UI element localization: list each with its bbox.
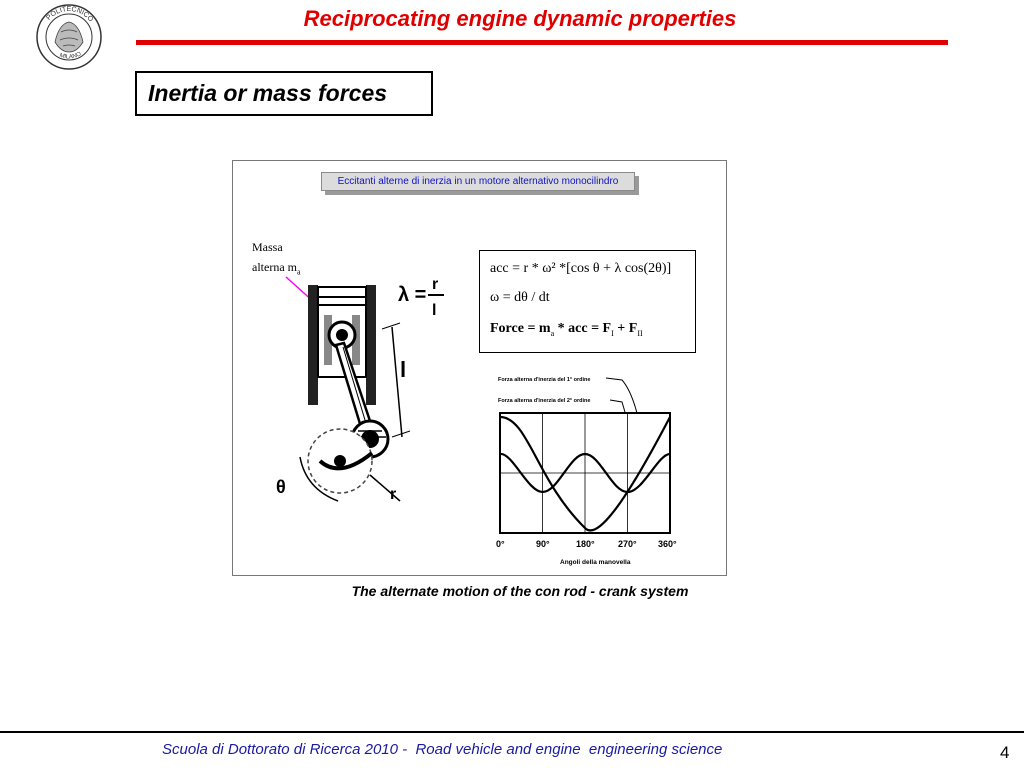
rod-length-label: l [400, 357, 406, 382]
formula-force: Force = ma * acc = FI + FII [490, 321, 643, 338]
x-tick-270: 270° [618, 539, 637, 549]
x-tick-90: 90° [536, 539, 550, 549]
rod-length-line [391, 326, 403, 438]
x-axis-label: Angoli della manovella [560, 559, 631, 566]
legend-first-order: Forza alterna d'inerzia del 1° ordine [498, 377, 590, 383]
footer-divider [0, 731, 1024, 733]
figure-banner-text: Eccitanti alterne di inerzia in un motor… [337, 176, 619, 187]
second-order-curve [499, 452, 671, 494]
figure-banner: Eccitanti alterne di inerzia in un motor… [321, 172, 635, 191]
mass-label-line1: Massa [252, 240, 283, 254]
theta-label: θ [276, 477, 286, 497]
page-number: 4 [1000, 743, 1010, 762]
formula-box [479, 250, 696, 353]
lambda-denominator: l [432, 302, 436, 319]
section-title: Inertia or mass forces [148, 80, 388, 106]
force-prefix: Force = m [490, 321, 551, 336]
logo-text-bottom: MILANO [59, 51, 83, 60]
section-title-box [135, 71, 433, 116]
mass-label-line2: alterna ma [252, 260, 301, 276]
force-plus: + F [613, 321, 638, 336]
lambda-numerator: r [432, 276, 438, 293]
figure-caption: The alternate motion of the con rod - cr… [351, 583, 689, 599]
force-mid: * acc = F [554, 321, 612, 336]
x-tick-180: 180° [576, 539, 595, 549]
cylinder-wall-left [308, 285, 318, 405]
mass-label-text: alterna m [252, 260, 297, 274]
legend-second-order: Forza alterna d'inerzia del 2° ordine [498, 398, 590, 404]
crank-radius-label: r [390, 486, 396, 503]
x-tick-0: 0° [496, 539, 505, 549]
force-sub-a: a [550, 328, 555, 338]
svg-text:MILANO: MILANO [59, 51, 83, 60]
lambda-label: λ = [398, 284, 426, 306]
crank-radius-line [369, 474, 401, 502]
politecnico-logo: POLITECNICO MILANO [36, 4, 102, 70]
title-underline [136, 40, 948, 45]
footer-text: Scuola di Dottorato di Ricerca 2010 - Ro… [162, 741, 723, 758]
cylinder-wall-right [366, 285, 376, 405]
first-order-curve [499, 415, 671, 532]
slide-title: Reciprocating engine dynamic properties [303, 6, 737, 31]
formula-acceleration: acc = r * ω² *[cos θ + λ cos(2θ)] [490, 261, 672, 276]
formula-omega: ω = dθ / dt [490, 290, 550, 305]
force-sub-II: II [637, 328, 643, 338]
engine-mechanism-diagram: l r θ λ = r l [276, 276, 444, 503]
x-tick-360: 360° [658, 539, 677, 549]
inertia-force-graph: Forza alterna d'inerzia del 1° ordine Fo… [496, 377, 677, 566]
mass-label-sub: a [296, 267, 301, 277]
force-sub-I: I [611, 328, 614, 338]
theta-arc [299, 456, 339, 502]
